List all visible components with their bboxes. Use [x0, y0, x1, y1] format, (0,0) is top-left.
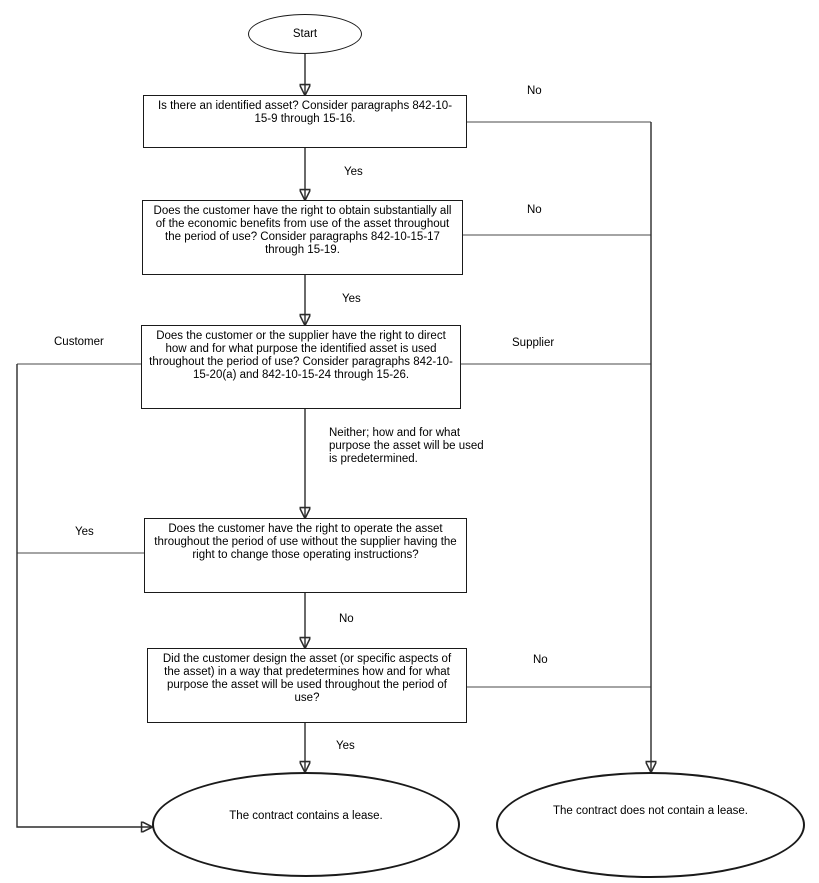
edge-label-q1-no: No [527, 85, 542, 98]
decision-economic-benefits-text: Does the customer have the right to obta… [153, 205, 452, 256]
decision-design-asset-text: Did the customer design the asset (or sp… [162, 653, 452, 704]
decision-identified-asset: Is there an identified asset? Consider p… [143, 95, 467, 148]
edge-label-q3-customer: Customer [54, 336, 104, 349]
edge-label-q2-yes: Yes [342, 293, 361, 306]
decision-identified-asset-text: Is there an identified asset? Consider p… [157, 100, 453, 125]
decision-design-asset: Did the customer design the asset (or sp… [147, 648, 467, 723]
start-node: Start [248, 14, 362, 54]
edge-label-q3-neither: Neither; how and for what purpose the as… [329, 427, 489, 466]
outcome-no-lease-text: The contract does not contain a lease. [553, 804, 748, 817]
outcome-no-lease: The contract does not contain a lease. [496, 772, 805, 878]
edge-label-q4-no: No [339, 613, 354, 626]
edge-label-q3-supplier: Supplier [512, 337, 555, 350]
edge-label-q1-yes: Yes [344, 166, 363, 179]
edge-label-q5-no: No [533, 654, 548, 667]
start-node-label: Start [292, 27, 318, 40]
edge-left-vertical-to-lease [16, 364, 152, 827]
edge-label-q4-yes: Yes [75, 526, 94, 539]
outcome-contains-lease: The contract contains a lease. [152, 772, 460, 877]
decision-operate-asset: Does the customer have the right to oper… [144, 518, 467, 593]
decision-economic-benefits: Does the customer have the right to obta… [142, 200, 463, 275]
outcome-contains-lease-text: The contract contains a lease. [229, 810, 383, 822]
decision-operate-asset-text: Does the customer have the right to oper… [154, 523, 457, 561]
edge-label-q2-no: No [527, 204, 542, 217]
edge-label-q5-yes: Yes [336, 740, 355, 753]
decision-direct-use: Does the customer or the supplier have t… [141, 325, 461, 409]
decision-direct-use-text: Does the customer or the supplier have t… [149, 330, 453, 381]
